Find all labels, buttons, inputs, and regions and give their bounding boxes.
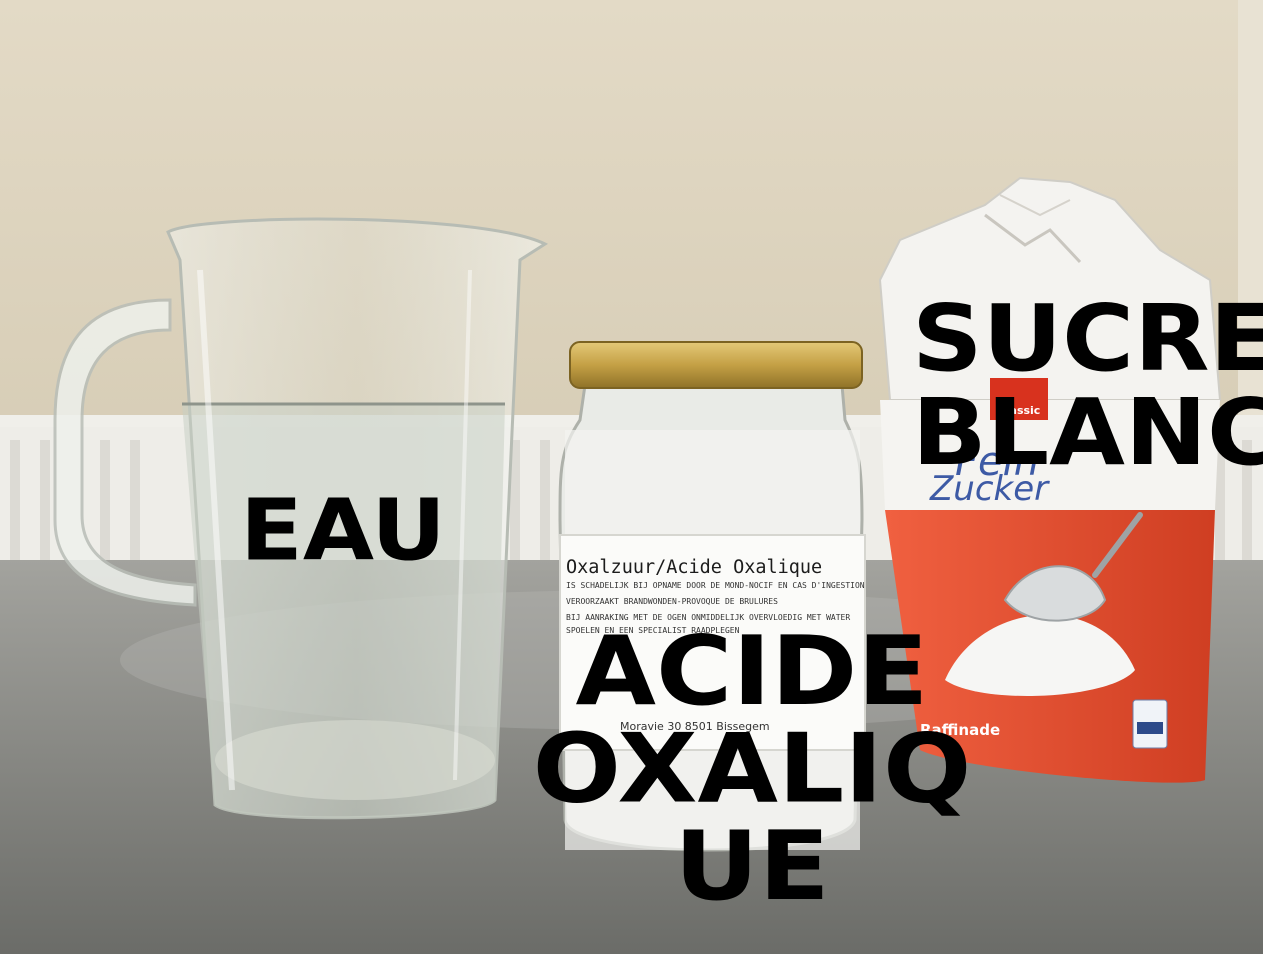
sugar-label: SUCRE BLANC (912, 292, 1263, 480)
sugar-bag: Classic Fein Zucker Raffinade (878, 176, 1222, 783)
sugar-label-line: BLANC (912, 379, 1263, 487)
jar-lid (569, 341, 863, 389)
jar-label-line: VEROORZAAKT BRANDWONDEN-PROVOQUE DE BRUL… (566, 597, 778, 606)
jar-label-address: Moravie 30 8501 Bissegem (620, 720, 770, 733)
jar-label-line: SPOELEN EN EEN SPECIALIST RAADPLEGEN (566, 626, 740, 635)
acid-label-line: ACIDE (575, 614, 929, 727)
water-label-line: EAU (240, 481, 446, 580)
scoop (1003, 565, 1107, 622)
sugar-label-line: SUCRE (912, 285, 1263, 393)
sugar-pile (945, 614, 1135, 697)
brand-text: Classic (998, 404, 1041, 417)
acid-label-line: UE (674, 809, 830, 922)
jar: Oxalzuur/Acide Oxalique IS SCHADELIJK BI… (558, 341, 866, 852)
variant-text: Raffinade (920, 721, 1000, 739)
acid-label-line: OXALIQ (532, 712, 972, 825)
jar-label-line: IS SCHADELIJK BIJ OPNAME DOOR DE MOND-NO… (566, 581, 865, 590)
jar-paper-label: Oxalzuur/Acide Oxalique IS SCHADELIJK BI… (559, 534, 866, 751)
acid-label: ACIDE OXALIQ UE (532, 622, 972, 915)
brand-badge (990, 378, 1048, 420)
glass-pitcher (53, 217, 549, 820)
water-label: EAU (240, 487, 446, 575)
product-text: Fein (955, 439, 1039, 485)
jar-label-title: Oxalzuur/Acide Oxalique (566, 557, 822, 578)
jar-label-line: BIJ AANRAKING MET DE OGEN ONMIDDELIJK OV… (566, 613, 850, 622)
product-text: Zucker (929, 469, 1050, 509)
